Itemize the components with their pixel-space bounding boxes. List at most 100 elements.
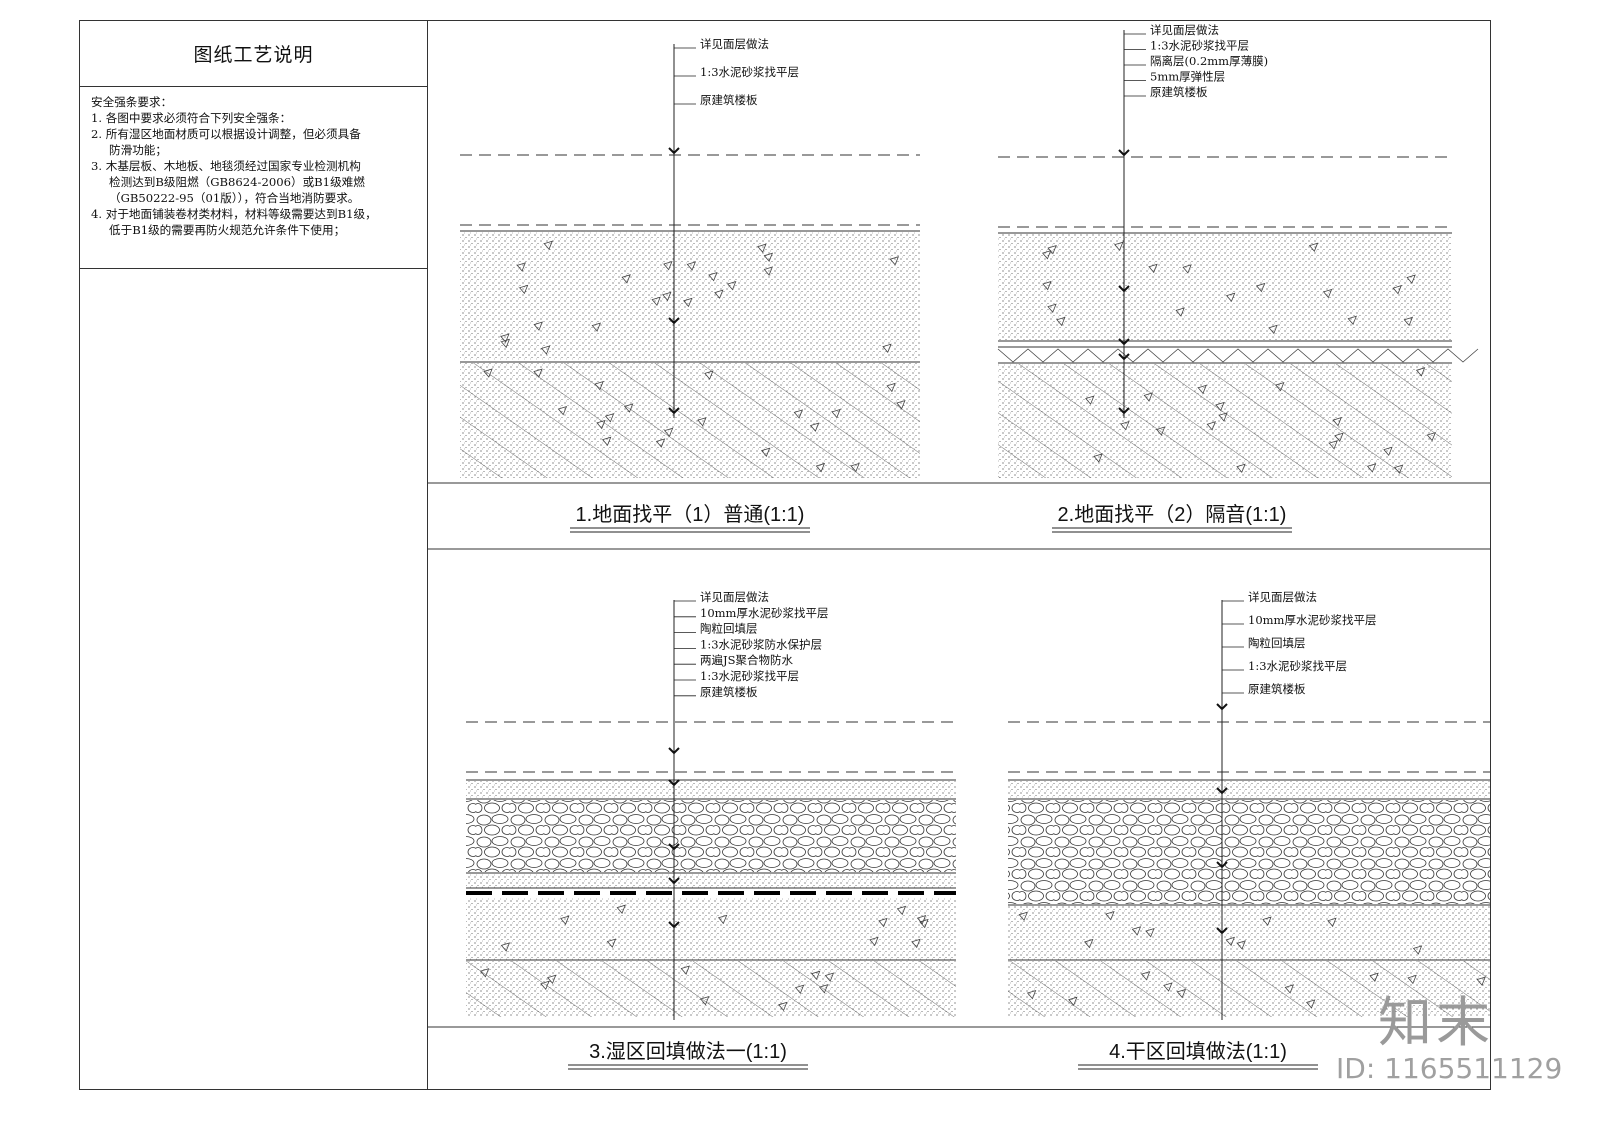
aggregate-mark	[651, 296, 661, 306]
leader-arrow	[668, 747, 680, 755]
layer-label: 1:3水泥砂浆找平层	[700, 669, 799, 683]
watermark-brand: 知末	[1378, 991, 1494, 1054]
leader-arrow	[668, 147, 680, 155]
aggregate-mark	[516, 262, 526, 272]
aggregate-mark	[708, 271, 718, 282]
aggregate-mark	[518, 284, 529, 295]
aggregate-mark	[793, 409, 804, 419]
aggregate-mark	[1268, 324, 1278, 335]
aggregate-mark	[818, 984, 829, 994]
detail-title-3: 3.湿区回填做法一(1:1)	[589, 1041, 787, 1063]
aggregate-mark	[1163, 982, 1173, 992]
aggregate-mark	[1426, 431, 1437, 442]
note-line: 防滑功能；	[109, 143, 167, 157]
aggregate-mark	[1308, 242, 1319, 252]
concrete-fill	[460, 363, 920, 478]
aggregate-mark	[547, 974, 557, 985]
aggregate-mark	[1225, 292, 1236, 303]
aggregate-mark	[869, 936, 879, 947]
layer-label: 5mm厚弹性层	[1150, 70, 1225, 84]
aggregate-mark	[1327, 917, 1337, 928]
aggregate-mark	[663, 427, 674, 438]
detail-title-2: 2.地面找平（2）隔音(1:1)	[1057, 504, 1287, 526]
note-line: 1. 各图中要求必须符合下列安全强条：	[91, 111, 292, 125]
leader-arrow	[1216, 861, 1228, 869]
aggregate-mark	[878, 917, 888, 928]
aggregate-mark	[606, 938, 617, 948]
aggregate-mark	[540, 345, 551, 355]
aggregate-mark	[500, 942, 511, 952]
aggregate-mark	[896, 400, 906, 410]
layer-label: 原建筑楼板	[1150, 85, 1208, 99]
aggregate-mark	[886, 382, 896, 393]
detail-title-4: 4.干区回填做法(1:1)	[1109, 1041, 1287, 1063]
aggregate-mark	[704, 370, 714, 380]
aggregate-mark	[1255, 282, 1266, 293]
leader-arrow	[1118, 338, 1130, 346]
leader-arrow	[1216, 703, 1228, 711]
layer-label: 隔离层(0.2mm厚薄膜)	[1150, 54, 1268, 68]
leader-arrow	[668, 877, 680, 885]
layer-label: 1:3水泥砂浆找平层	[1150, 39, 1249, 53]
aggregate-mark	[778, 1001, 788, 1012]
aggregate-mark	[1140, 971, 1151, 981]
aggregate-mark	[500, 333, 510, 343]
aggregate-mark	[911, 938, 921, 949]
aggregate-mark	[686, 261, 697, 271]
note-line: 4. 对于地面铺装卷材类材料，材料等级需要达到B1级，	[91, 207, 377, 221]
aggregate-mark	[1084, 938, 1094, 949]
aggregate-mark	[601, 436, 612, 447]
aggregate-mark	[1305, 999, 1316, 1009]
aggregate-mark	[1393, 464, 1404, 474]
aggregate-mark	[1262, 916, 1272, 926]
aggregate-mark	[1415, 367, 1426, 377]
aggregate-mark	[824, 972, 835, 982]
aggregate-mark	[757, 243, 767, 253]
aggregate-mark	[1145, 928, 1155, 938]
notes-panel: 图纸工艺说明 安全强条要求： 1. 各图中要求必须符合下列安全强条： 2. 所有…	[79, 20, 428, 1090]
aggregate-mark	[479, 968, 490, 978]
aggregate-mark	[1026, 989, 1037, 1000]
aggregate-mark	[1143, 392, 1153, 402]
aggregate-mark	[623, 403, 634, 413]
aggregate-mark	[889, 256, 900, 266]
aggregate-mark	[1383, 446, 1393, 457]
aggregate-mark	[882, 343, 892, 353]
aggregate-mark	[1176, 988, 1187, 999]
aggregate-mark	[916, 915, 927, 925]
aggregate-mark	[831, 408, 841, 419]
aggregate-mark	[1148, 263, 1158, 274]
aggregate-mark	[1275, 382, 1285, 392]
layer-label: 10mm厚水泥砂浆找平层	[1248, 613, 1376, 627]
layer-label: 详见面层做法	[700, 590, 769, 604]
detail-title-1: 1.地面找平（1）普通(1:1)	[575, 504, 805, 526]
aggregate-mark	[717, 914, 728, 925]
aggregate-mark	[809, 422, 820, 432]
aggregate-mark	[1225, 936, 1235, 947]
concrete-fill	[460, 232, 920, 360]
leader-arrow	[668, 921, 680, 929]
aggregate-mark	[1041, 250, 1052, 260]
aggregate-mark	[1114, 241, 1124, 252]
layer-label: 10mm厚水泥砂浆找平层	[700, 606, 828, 620]
leader-arrow	[668, 843, 680, 851]
aggregate-mark	[1131, 926, 1142, 936]
aggregate-mark	[540, 980, 550, 991]
aggregate-mark	[1236, 940, 1246, 950]
aggregate-mark	[1284, 984, 1294, 994]
aggregate-mark	[533, 368, 543, 378]
leader-arrow	[1118, 353, 1130, 361]
aggregate-mark	[621, 274, 631, 284]
aggregate-mark	[763, 252, 774, 263]
concrete-fill	[1008, 961, 1490, 1017]
layer-label: 两遍JS聚合物防水	[700, 653, 793, 667]
drawing-sheet-frame	[79, 20, 1491, 1090]
aggregate-mark	[726, 280, 737, 291]
aggregate-mark	[1047, 303, 1057, 313]
aggregate-mark	[811, 970, 821, 981]
aggregate-mark	[533, 321, 543, 331]
safety-notes: 安全强条要求： 1. 各图中要求必须符合下列安全强条： 2. 所有湿区地面材质可…	[79, 86, 428, 269]
layer-label: 陶粒回填层	[700, 622, 758, 636]
aggregate-mark	[699, 995, 710, 1006]
leader-arrow	[668, 407, 680, 415]
